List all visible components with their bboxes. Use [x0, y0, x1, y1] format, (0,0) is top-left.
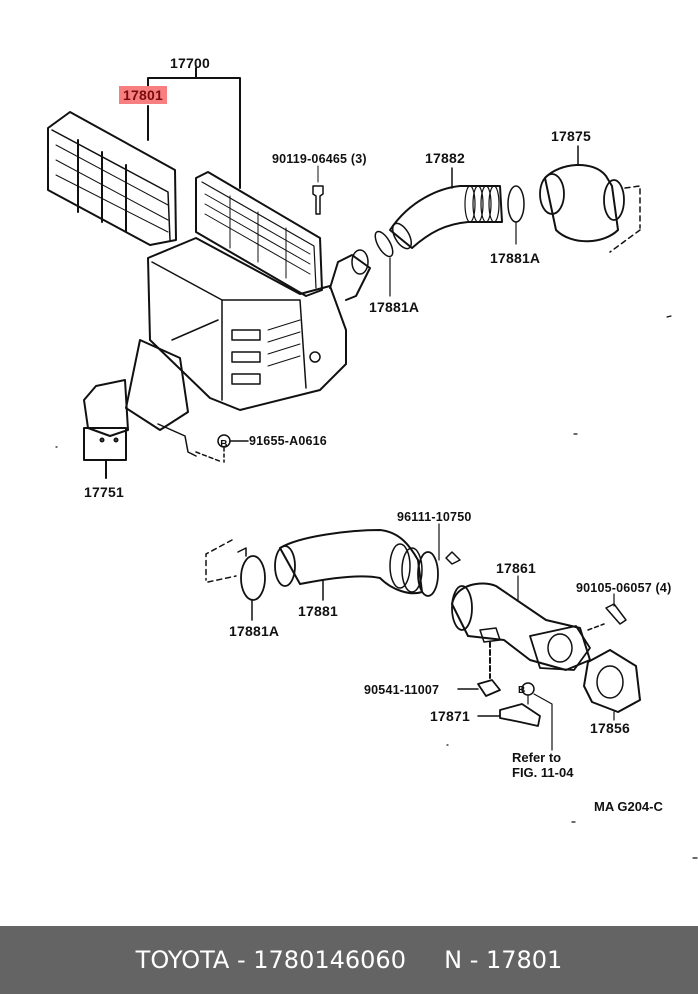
label-17882: 17882 [425, 150, 465, 166]
bolt-marker-b-letter: B [220, 439, 228, 450]
label-17875: 17875 [551, 128, 591, 144]
nut-90541 [458, 680, 500, 696]
resonator-17875 [540, 146, 640, 252]
label-90541-11007: 90541-11007 [364, 683, 440, 697]
label-17856: 17856 [590, 720, 630, 736]
footer-part-info: TOYOTA - 1780146060 N - 17801 [135, 946, 563, 974]
label-17881a-upper-right: 17881A [490, 250, 541, 266]
label-91655-a0616: 91655-A0616 [249, 434, 327, 448]
parts-diagram: 17700 17801 90119-06465 (3) 17882 17875 … [0, 55, 698, 926]
clamp-17881a-lower [206, 540, 265, 620]
reference-note-line1: Refer to [512, 750, 562, 765]
bolt-marker-b: B [218, 434, 230, 453]
label-17881: 17881 [298, 603, 338, 619]
hose-17882 [389, 168, 502, 252]
air-filter-element-17801 [48, 112, 176, 245]
label-17871: 17871 [430, 708, 470, 724]
intake-duct-17751 [84, 340, 224, 478]
drawing-code: MA G204-C [594, 799, 663, 814]
bracket-17871 [478, 683, 552, 750]
label-90119-06465: 90119-06465 (3) [272, 152, 367, 166]
bolt-90105 [588, 594, 626, 630]
air-cleaner-case [148, 238, 370, 410]
footer-bar: TOYOTA - 1780146060 N - 17801 [0, 926, 698, 994]
gasket-17856 [584, 650, 640, 720]
label-17881a-middle: 17881A [369, 299, 420, 315]
scan-marks [56, 316, 697, 858]
bolt-marker-91655 [218, 435, 248, 447]
label-90105-06057: 90105-06057 (4) [576, 581, 672, 595]
air-hose-17861 [452, 576, 590, 678]
label-17700: 17700 [170, 55, 210, 71]
label-17861: 17861 [496, 560, 536, 576]
label-17751: 17751 [84, 484, 124, 500]
reference-note-line2: FIG. 11-04 [512, 765, 574, 780]
reference-note: Refer to FIG. 11-04 [512, 750, 573, 780]
leader-17700 [148, 68, 240, 188]
clamp-17881a-upper [372, 186, 524, 296]
bolt-90119 [313, 166, 323, 214]
air-cleaner-cap [196, 172, 322, 296]
label-96111-10750: 96111-10750 [397, 510, 472, 524]
hose-17881 [275, 524, 460, 600]
label-17881a-lower: 17881A [229, 623, 280, 639]
label-17801-highlighted[interactable]: 17801 [119, 86, 167, 104]
bolt-marker-b-lower: B [518, 685, 526, 696]
